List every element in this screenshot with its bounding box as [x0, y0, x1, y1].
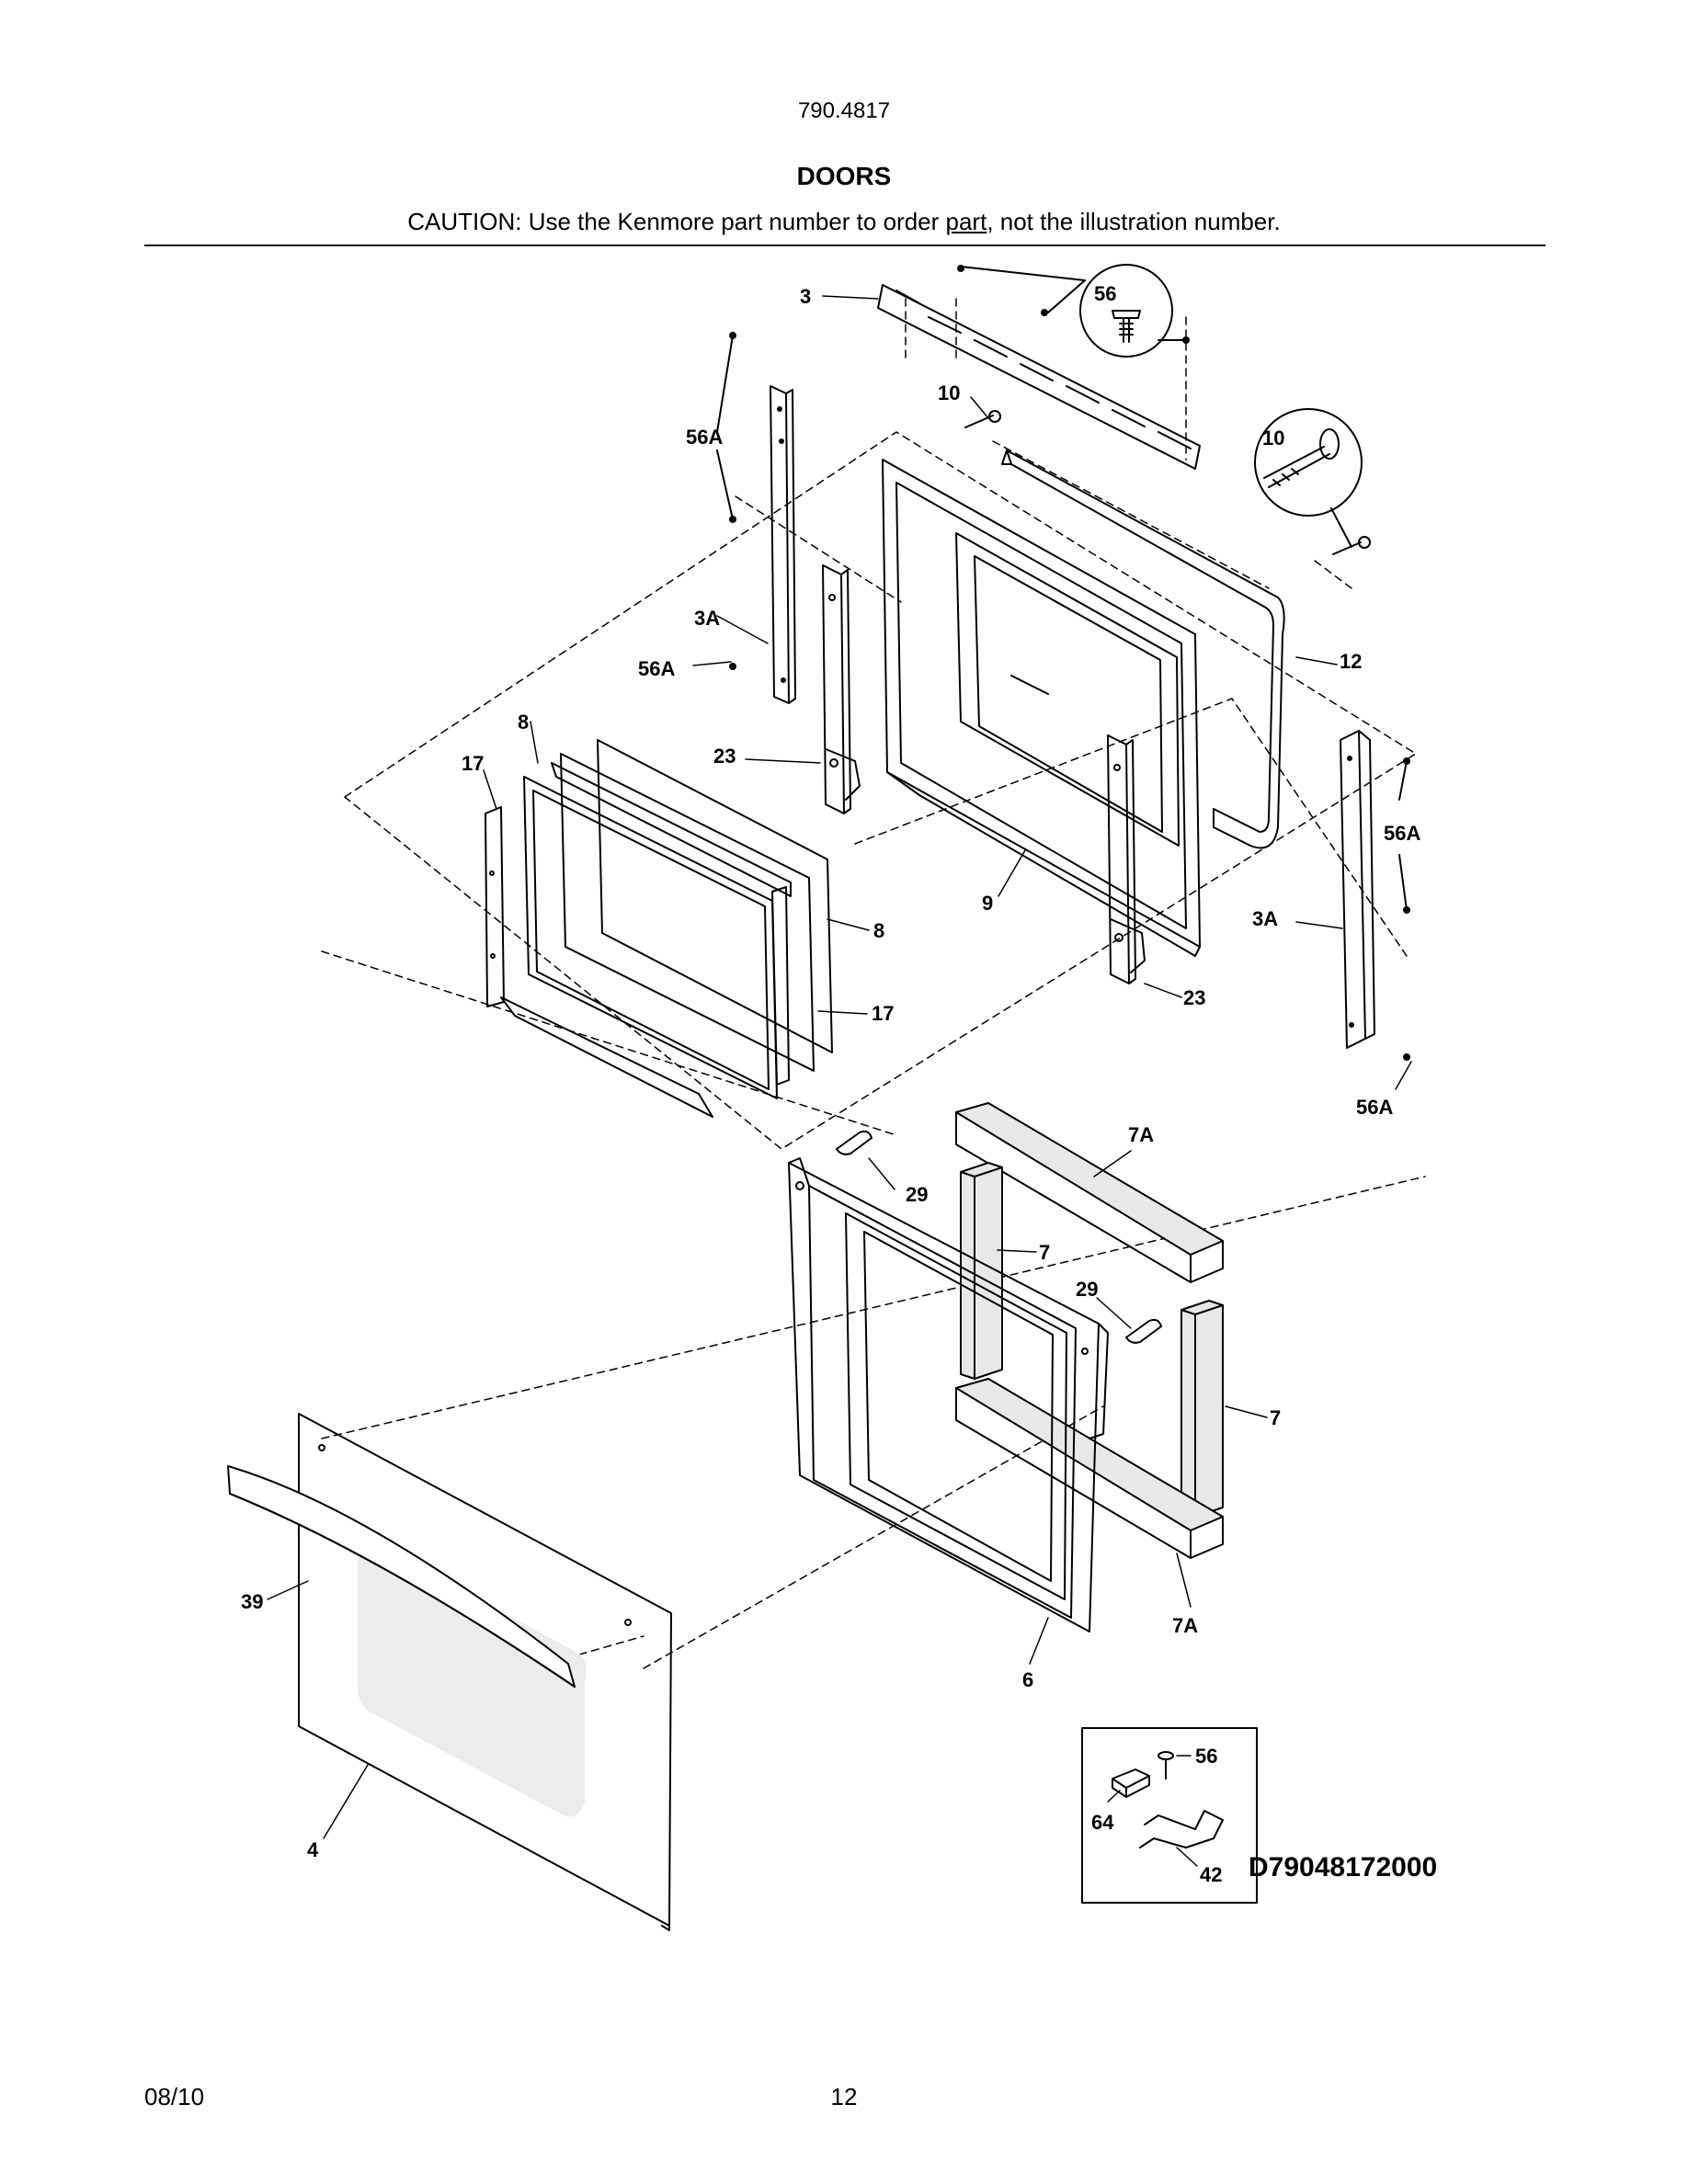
part-3a-right-channel [1340, 730, 1375, 1049]
callout-8-2: 8 [873, 919, 884, 942]
callout-56a-3: 56A [1384, 822, 1420, 845]
caution-prefix: CAUTION: Use the Kenmore part number to … [407, 208, 946, 235]
header-rule [144, 245, 1545, 246]
detail-circle-56 [1079, 264, 1187, 358]
callout-7: 7 [1039, 1241, 1050, 1264]
callout-23-2: 23 [1183, 986, 1205, 1009]
callout-12: 12 [1340, 650, 1362, 673]
part-8-glass-panes [523, 739, 833, 1099]
part-7-insulation-left [960, 1162, 1003, 1380]
part-23-right-hinge [1107, 734, 1146, 984]
part-56-screws [957, 265, 1190, 344]
callout-29-2: 29 [1076, 1278, 1098, 1301]
callout-56a-4: 56A [1356, 1096, 1393, 1119]
callout-10-detail: 10 [1262, 427, 1284, 449]
detail-circle-10 [1254, 408, 1371, 555]
caution-note: CAUTION: Use the Kenmore part number to … [0, 208, 1688, 236]
callout-9: 9 [982, 892, 993, 915]
callout-23: 23 [713, 745, 736, 768]
leader-lines [267, 295, 1412, 1867]
callout-6: 6 [1022, 1668, 1033, 1691]
callout-7-2: 7 [1270, 1406, 1281, 1429]
callout-56: 56 [1094, 282, 1116, 305]
callout-56a: 56A [686, 426, 723, 449]
callout-10: 10 [938, 381, 960, 404]
footer-date: 08/10 [144, 2083, 205, 2110]
callout-56-detail: 56 [1195, 1745, 1217, 1768]
callout-4: 4 [307, 1838, 319, 1861]
callout-17-2: 17 [872, 1002, 894, 1025]
callout-56a-2: 56A [638, 657, 675, 680]
model-number: 790.4817 [797, 98, 891, 123]
callout-7a-2: 7A [1172, 1614, 1198, 1637]
part-56a-right-screws [1398, 757, 1410, 1061]
callout-3a-2: 3A [1252, 907, 1278, 930]
detail-box [1081, 1727, 1258, 1904]
drawing-code: D79048172000 [1249, 1852, 1438, 1883]
callout-7a: 7A [1128, 1123, 1154, 1146]
part-6-door-frame [788, 1157, 1109, 1632]
callout-64: 64 [1091, 1811, 1114, 1834]
section-title: DOORS [796, 162, 892, 190]
part-12-door-gasket [1001, 449, 1285, 849]
part-17-glass-frames [485, 762, 792, 1118]
part-7-insulation-right [1180, 1300, 1224, 1518]
part-10-bolt [964, 410, 1001, 428]
part-7a-insulation-top [955, 1102, 1224, 1283]
callout-3a: 3A [694, 607, 720, 630]
alignment-lines [321, 298, 1426, 1669]
callout-39: 39 [241, 1590, 263, 1613]
footer-page-number: 12 [830, 2083, 858, 2110]
part-3-top-vent-trim [877, 284, 1201, 470]
part-3a-left-channel [770, 385, 796, 704]
callout-29: 29 [906, 1183, 928, 1206]
callout-42: 42 [1200, 1863, 1222, 1886]
part-56a-left-screws [716, 332, 736, 670]
part-39-handle [227, 1465, 576, 1688]
callout-17: 17 [462, 752, 484, 775]
part-29-bumpers [836, 1130, 1162, 1344]
callout-8: 8 [518, 711, 529, 734]
part-4-outer-door [298, 1413, 672, 1931]
part-9-inner-door-liner [882, 459, 1201, 957]
callout-3: 3 [800, 285, 811, 308]
part-23-left-hinge [822, 564, 861, 814]
caution-link: part [945, 208, 987, 235]
callout-labels: 3 56 10 56A 10 3A 56A 12 8 17 23 56A 9 8… [241, 282, 1420, 1886]
caution-suffix: , not the illustration number. [987, 208, 1281, 235]
